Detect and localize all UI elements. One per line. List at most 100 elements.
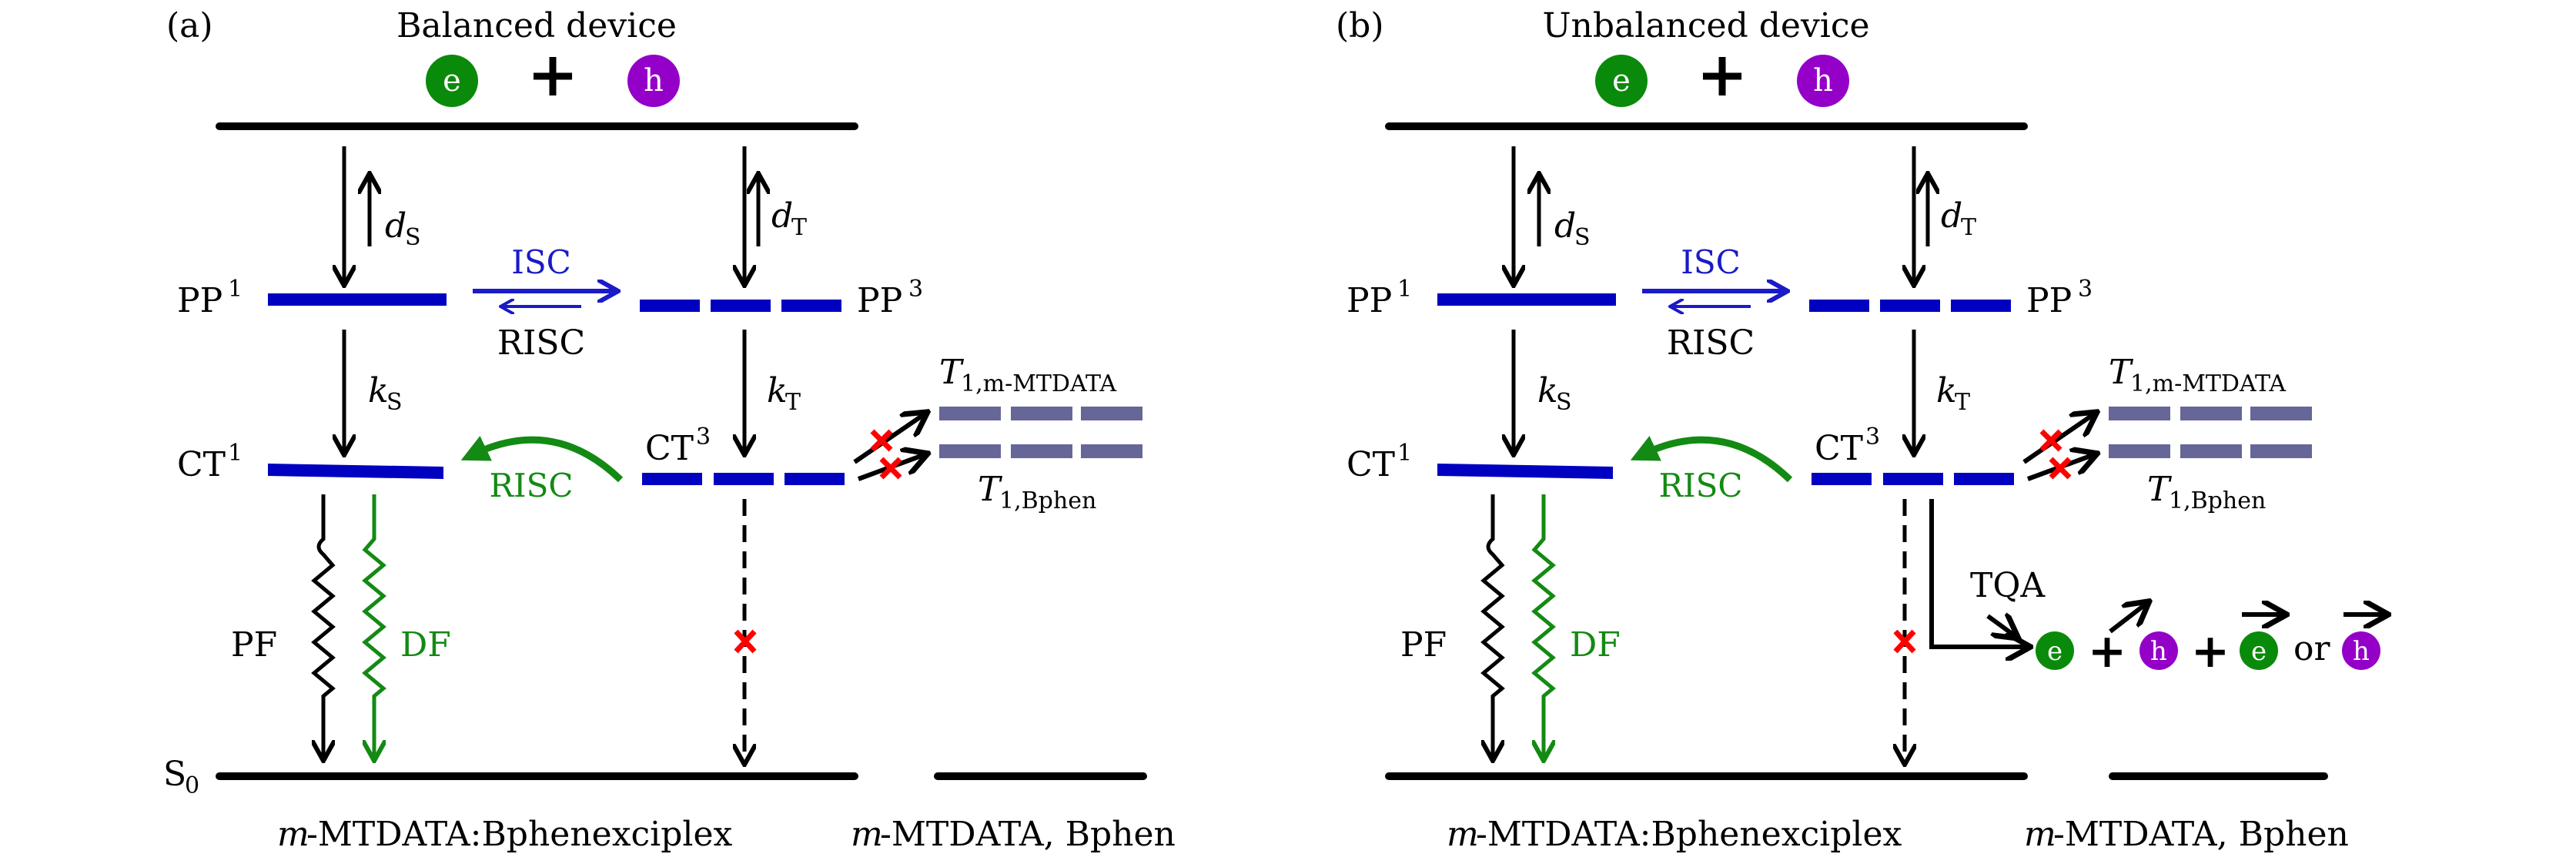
svg-text:e: e	[2047, 636, 2062, 667]
exciplex-caption: -MTDATA:Bphenexciplex	[306, 815, 733, 854]
svg-text:e: e	[2251, 636, 2267, 667]
block-x-icon	[1893, 629, 1916, 654]
risc-green-label: RISC	[1658, 467, 1742, 504]
svg-text:1,Bphen: 1,Bphen	[999, 487, 1096, 514]
pp1-level	[1437, 293, 1616, 306]
hosts-caption: -MTDATA, Bphen	[2053, 815, 2349, 854]
exciplex-caption: -MTDATA:Bphenexciplex	[1476, 815, 1902, 854]
svg-text:1,Bphen: 1,Bphen	[2169, 487, 2266, 514]
panel-unbalanced: (b) Unbalanced device e + h d S d T PP 1…	[1336, 6, 2386, 854]
ct3-label: CT	[1815, 429, 1863, 468]
ct1-level	[268, 464, 443, 479]
velocity-arrow	[2109, 603, 2147, 634]
carrier-injection: e + h	[1595, 38, 1849, 110]
panel-tag: (a)	[166, 6, 213, 45]
block-x-icon	[2039, 429, 2062, 452]
velocity-arrow	[1986, 616, 2016, 637]
svg-text:T: T	[791, 214, 807, 241]
hole-icon	[627, 55, 680, 107]
risc-blue-label: RISC	[1667, 323, 1755, 363]
risc-green-label: RISC	[489, 467, 573, 504]
delayed-fluorescence-arrow	[362, 494, 386, 759]
svg-text:3: 3	[1865, 424, 1880, 450]
svg-text:e: e	[1612, 63, 1631, 99]
svg-text:+: +	[2088, 625, 2126, 678]
svg-text:1: 1	[228, 440, 243, 467]
block-x-icon	[734, 629, 757, 654]
dt-label: d	[771, 196, 793, 236]
ct3-label: CT	[645, 429, 694, 468]
svg-text:m: m	[1447, 815, 1479, 854]
isc-label: ISC	[511, 243, 571, 281]
block-x-icon	[879, 457, 902, 480]
svg-text:3: 3	[2078, 276, 2093, 303]
svg-text:+: +	[1696, 38, 1748, 110]
risc-green-arrow	[460, 436, 624, 483]
t1-bphen-level	[939, 444, 1142, 458]
t1-mtdata-level	[2109, 407, 2312, 420]
hole-icon	[2139, 631, 2178, 670]
svg-text:S: S	[1556, 389, 1572, 416]
pp3-label: PP	[2026, 281, 2072, 320]
prompt-fluorescence-arrow	[1480, 494, 1505, 759]
svg-text:S: S	[1574, 224, 1591, 251]
pp1-label: PP	[177, 281, 222, 320]
svg-text:m: m	[2024, 815, 2056, 854]
ds-label: d	[385, 206, 406, 246]
t1-bphen-label: T	[978, 470, 1003, 509]
svg-text:1: 1	[228, 276, 243, 303]
hole-icon	[2342, 631, 2380, 670]
pf-label: PF	[1400, 625, 1447, 665]
svg-text:h: h	[2150, 636, 2167, 667]
svg-text:m: m	[277, 815, 309, 854]
svg-text:0: 0	[185, 772, 199, 799]
svg-text:T: T	[1961, 214, 1976, 241]
pp1-label: PP	[1347, 281, 1392, 320]
electron-icon	[1595, 55, 1648, 107]
svg-text:1,m-MTDATA: 1,m-MTDATA	[961, 370, 1116, 397]
panel-title: Unbalanced device	[1542, 6, 1869, 45]
risc-green-arrow	[1630, 436, 1793, 483]
or-label: or	[2293, 629, 2330, 668]
ks-label: k	[1537, 371, 1558, 410]
delayed-fluorescence-arrow	[1531, 494, 1556, 759]
tqa-label: TQA	[1970, 566, 2046, 605]
s0-label: S	[163, 755, 186, 794]
ct1-label: CT	[1347, 445, 1395, 484]
svg-text:S: S	[405, 224, 421, 251]
tqa-arrow	[1929, 499, 2028, 647]
electron-icon	[2036, 631, 2074, 670]
ct3-level	[1812, 473, 2014, 485]
electron-label: e	[443, 63, 461, 99]
blocked-transfer-arrow	[2022, 414, 2095, 464]
ds-label: d	[1554, 206, 1576, 246]
ct1-label: CT	[177, 445, 226, 484]
ks-label: k	[368, 371, 389, 410]
df-label: DF	[1570, 625, 1621, 665]
panel-title: Balanced device	[396, 6, 677, 45]
block-x-icon	[2049, 457, 2072, 480]
hole-label: h	[644, 63, 664, 99]
svg-text:+: +	[2191, 625, 2230, 678]
ct3-level	[642, 473, 845, 485]
isc-label: ISC	[1681, 243, 1741, 281]
svg-text:m: m	[851, 815, 883, 854]
svg-text:T: T	[785, 389, 801, 416]
ct1-level	[1437, 464, 1613, 479]
electron-icon	[426, 55, 478, 107]
svg-text:3: 3	[908, 276, 923, 303]
hole-icon	[1797, 55, 1849, 107]
svg-text:1: 1	[1397, 276, 1412, 303]
svg-text:h: h	[1813, 63, 1833, 99]
pf-label: PF	[231, 625, 277, 665]
svg-text:1: 1	[1397, 440, 1412, 467]
prompt-fluorescence-arrow	[311, 494, 336, 759]
df-label: DF	[400, 625, 451, 665]
hosts-caption: -MTDATA, Bphen	[880, 815, 1176, 854]
svg-text:h: h	[2353, 636, 2370, 667]
carrier-injection: e + h	[426, 38, 680, 110]
pp3-level	[1809, 300, 2011, 312]
panel-balanced: (a) Balanced device e + h d S d T PP 1 I…	[163, 6, 1176, 854]
t1-bphen-label: T	[2147, 470, 2173, 509]
t1-bphen-level	[2109, 444, 2312, 458]
